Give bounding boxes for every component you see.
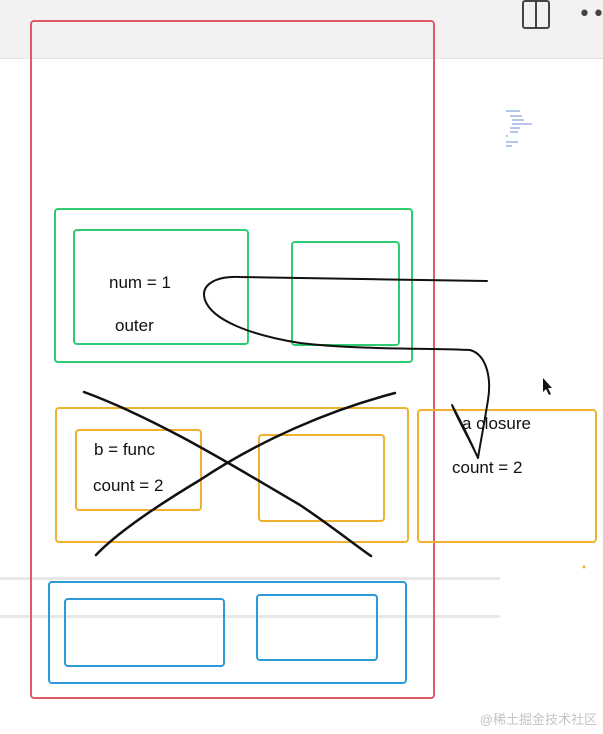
green-inner-right-box (291, 241, 400, 346)
green-inner-left-box (73, 229, 249, 345)
watermark: @稀土掘金技术社区 (479, 712, 597, 727)
cross-out-stroke-2 (94, 391, 397, 557)
orange-inner-left-box (75, 429, 202, 511)
closure-reference-stroke (203, 275, 490, 459)
closure-box (417, 409, 597, 543)
closure-count-label: count = 2 (452, 458, 523, 477)
divider-line (0, 577, 500, 580)
toolbar: •• (0, 0, 603, 59)
orange-scope-box (55, 407, 409, 543)
split-view-icon[interactable] (520, 0, 552, 30)
orange-dot (582, 565, 586, 569)
outer-label: outer (115, 316, 154, 335)
blue-scope-box (48, 581, 407, 684)
b-func-label: b = func (94, 440, 155, 459)
green-scope-box (54, 208, 413, 363)
blue-inner-right-box (256, 594, 378, 661)
cross-out-stroke-1 (82, 390, 373, 558)
count-label: count = 2 (93, 476, 164, 495)
code-thumbnail (506, 110, 532, 147)
num-label: num = 1 (109, 273, 171, 292)
closure-title: a closure (462, 414, 531, 433)
divider-line (0, 615, 500, 618)
outer-frame (30, 20, 435, 699)
cursor-icon (543, 378, 552, 395)
blue-inner-left-box (64, 598, 225, 667)
more-options-icon[interactable]: •• (578, 2, 603, 27)
